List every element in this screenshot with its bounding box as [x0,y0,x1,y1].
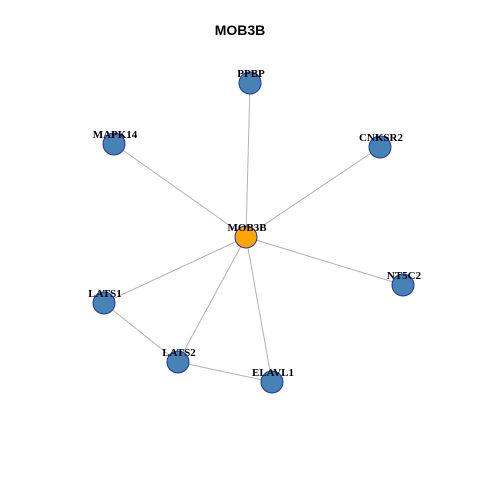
node-label-cnksr2: CNKSR2 [359,132,404,144]
node-elavl1 [260,370,284,394]
node-ppbp [238,71,262,95]
node-lats2 [166,350,190,374]
node-mapk14 [102,132,126,156]
node-label-ppbp: PPBP [237,68,265,80]
node-mob3b [234,225,258,249]
edge-mob3b-cnksr2 [245,146,381,238]
edge-mob3b-lats2 [177,236,247,363]
edge-mob3b-elavl1 [245,236,273,383]
labels-layer: MOB3B PPBP MAPK14 CNKSR2NT5C2LATS1LATS2ELAV… [88,68,421,379]
diagram-title: MOB3B [214,22,266,38]
node-cnksr2 [368,135,392,159]
edge-mob3b-lats1 [103,236,247,304]
nodes-layer [92,71,415,394]
edge-mob3b-mapk14 [113,143,247,238]
edge-mob3b-nt5c2 [245,236,404,286]
edge-lats1-lats2 [103,302,179,363]
edge-lats2-elavl1 [177,361,273,383]
node-label-elavl1: ELAVL1 [252,367,294,379]
node-label-lats1: LATS1 [88,288,121,300]
edges-layer [103,82,404,383]
node-nt5c2 [391,273,415,297]
node-label-mob3b: MOB3B [227,222,267,234]
node-lats1 [92,291,116,315]
node-label-mapk14: MAPK14 [93,129,138,141]
node-label-nt5c2: NT5C2 [387,270,422,282]
edge-mob3b-ppbp [245,82,251,238]
node-label-lats2: LATS2 [162,347,196,359]
